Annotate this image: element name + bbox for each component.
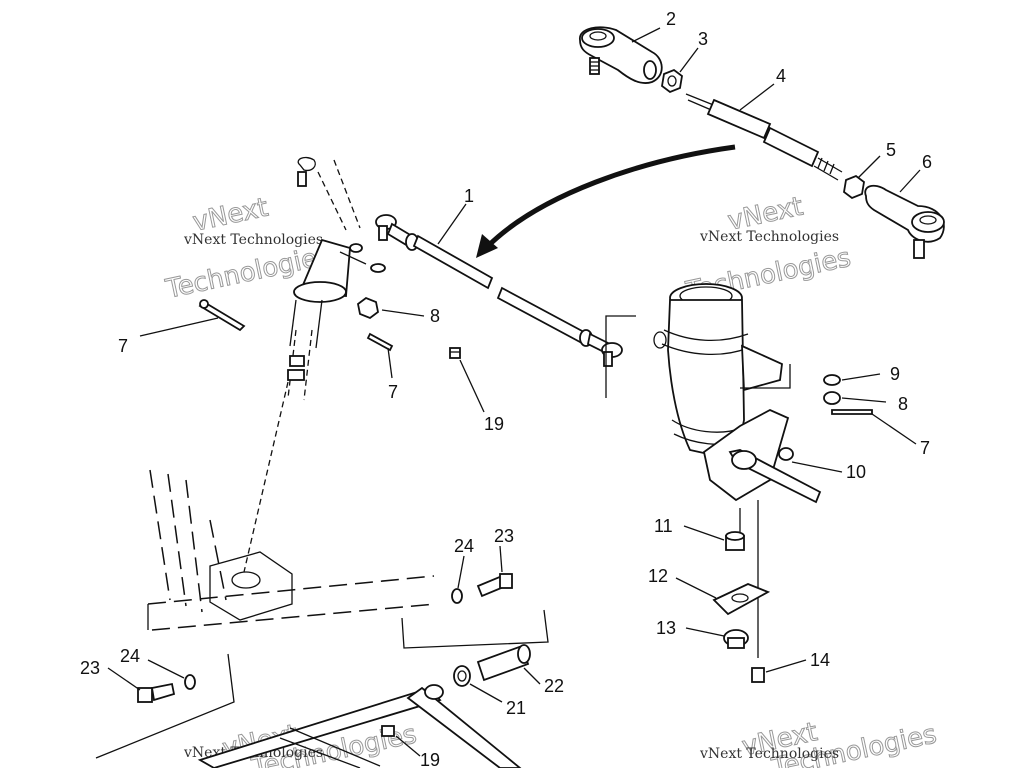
watermark-text-right: vNext Technologies bbox=[699, 229, 839, 245]
watermark-text-left: vNext Technologies bbox=[183, 232, 323, 248]
nut-3 bbox=[661, 68, 683, 94]
callout-24-lower: 24 bbox=[120, 646, 140, 666]
callout-19-upper: 19 bbox=[484, 414, 504, 434]
callout-7-right: 7 bbox=[920, 438, 930, 458]
callout-12: 12 bbox=[648, 566, 668, 586]
grease-fitting-19 bbox=[449, 347, 461, 359]
pivot-tube-22 bbox=[476, 644, 531, 682]
callout-1: 1 bbox=[464, 186, 474, 206]
assembly-arrow bbox=[476, 144, 736, 258]
callout-13: 13 bbox=[656, 618, 676, 638]
castle-nut-8 bbox=[357, 296, 379, 320]
cotter-pin-7-mid bbox=[366, 332, 394, 352]
grease-fitting-19-lower bbox=[381, 725, 395, 737]
cotter-pin-7-left bbox=[198, 299, 246, 332]
steering-spindle bbox=[605, 283, 822, 658]
frame-bracket bbox=[95, 381, 549, 759]
callout-7-left: 7 bbox=[118, 336, 128, 356]
callout-labels: 2 3 4 5 6 1 7 8 7 19 9 8 7 10 11 12 13 1… bbox=[80, 9, 932, 768]
ball-joint-13 bbox=[723, 629, 749, 649]
callout-6: 6 bbox=[922, 152, 932, 172]
callout-14: 14 bbox=[810, 650, 830, 670]
screw-14 bbox=[751, 667, 765, 683]
callout-4: 4 bbox=[776, 66, 786, 86]
washer-24-lower bbox=[184, 674, 196, 690]
leader-lines bbox=[107, 27, 921, 757]
castle-nut-8-right bbox=[823, 391, 841, 405]
steering-post bbox=[287, 156, 386, 401]
cotter-pin-7-right bbox=[831, 409, 873, 415]
tie-rod-1 bbox=[375, 214, 623, 367]
callout-24-upper: 24 bbox=[454, 536, 474, 556]
callout-23-upper: 23 bbox=[494, 526, 514, 546]
callout-23-lower: 23 bbox=[80, 658, 100, 678]
bolt-23-upper bbox=[476, 573, 513, 598]
tie-rod-4 bbox=[685, 93, 843, 181]
callout-7-mid: 7 bbox=[388, 382, 398, 402]
bolt-23-lower bbox=[137, 682, 176, 703]
callout-5: 5 bbox=[886, 140, 896, 160]
watermark-text-bottom-right: vNext Technologies bbox=[699, 746, 839, 762]
callout-9: 9 bbox=[890, 364, 900, 384]
watermark-big-top: vNext bbox=[190, 193, 271, 238]
watermark-bottom-right: vNext Technologies bbox=[739, 717, 940, 768]
callout-3: 3 bbox=[698, 29, 708, 49]
callout-2: 2 bbox=[666, 9, 676, 29]
bushing-21 bbox=[453, 665, 471, 687]
callout-10: 10 bbox=[846, 462, 866, 482]
callout-8-right: 8 bbox=[898, 394, 908, 414]
washer-24-upper bbox=[451, 588, 463, 604]
bolt-11 bbox=[725, 531, 745, 551]
tie-rod-end-6 bbox=[864, 184, 945, 259]
callout-21: 21 bbox=[506, 698, 526, 718]
nut-5 bbox=[843, 174, 865, 200]
callout-11: 11 bbox=[654, 516, 673, 536]
tie-rod-end-2 bbox=[579, 26, 663, 84]
washer-9 bbox=[823, 374, 841, 386]
callout-22: 22 bbox=[544, 676, 564, 696]
callout-19-lower: 19 bbox=[420, 750, 440, 768]
callout-8-left: 8 bbox=[430, 306, 440, 326]
plate-12 bbox=[712, 583, 771, 616]
a-arm bbox=[197, 684, 522, 768]
